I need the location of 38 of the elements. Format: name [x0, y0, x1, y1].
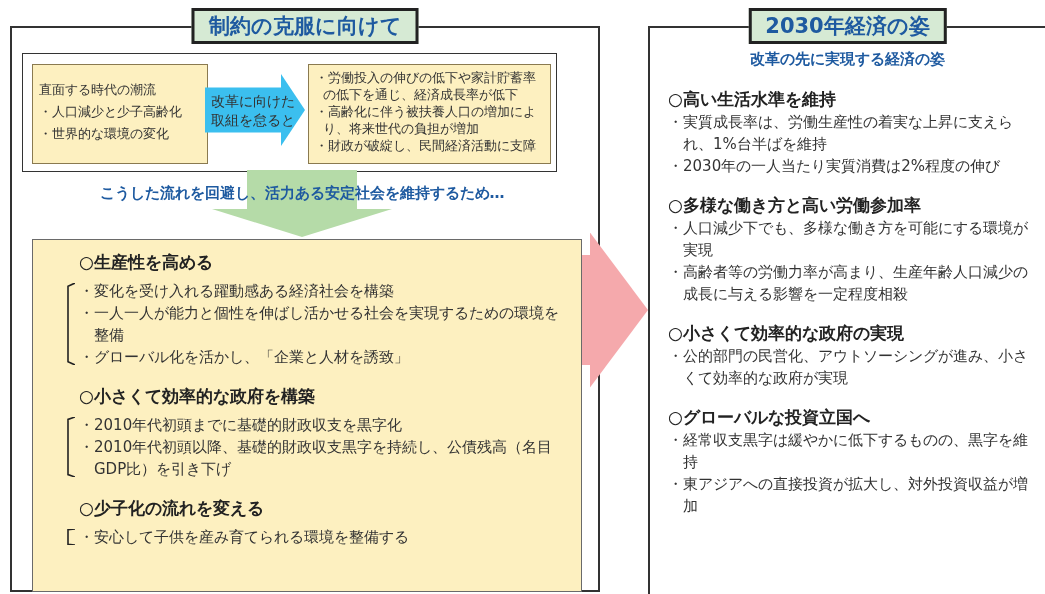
edge-label: 改革に向けた取組を怠ると [210, 92, 296, 130]
bullet-text: ・世界的な環境の変化 [39, 125, 170, 142]
bullet-text: ・人口減少下でも、多様な働き方を可能にする環境が実現 [668, 217, 1029, 261]
bullet-text: ・労働投入の伸びの低下や家計貯蓄率の低下を通じ、経済成長率が低下 [315, 69, 537, 103]
section-heading: ○小さくて効率的な政府の実現 [668, 321, 905, 345]
bullet-text: ・2010年代初頭以降、基礎的財政収支黒字を持続し、公債残高（名目GDP比）を引き下げ [79, 437, 554, 480]
edge-label: こうした流れを回避し、活力ある安定社会を維持するため… [99, 183, 505, 204]
panel-title: 2030年経済の姿 [748, 8, 947, 44]
bullet-text: ・2010年代初頭までに基礎的財政収支を黒字化 [79, 415, 404, 436]
bullet-text: ・経常収支黒字は緩やかに低下するものの、黒字を維持 [668, 429, 1029, 473]
group-box [22, 53, 557, 172]
bullet-text: ・公的部門の民営化、アウトソーシングが進み、小さくて効率的な政府が実現 [668, 345, 1029, 389]
bullet-text: ・人口減少と少子高齢化 [39, 103, 183, 120]
section-heading: ○グローバルな投資立国へ [668, 405, 871, 429]
bullet-text: ・東アジアへの直接投資が拡大し、対外投資収益が増加 [668, 473, 1029, 517]
policy-box [32, 239, 582, 592]
section-heading: ○生産性を高める [79, 251, 214, 274]
subtitle: 改革の先に実現する経済の姿 [749, 49, 946, 70]
bullet-text: ・変化を受け入れる躍動感ある経済社会を構築 [79, 281, 395, 302]
bullet-text: ・グローバル化を活かし、「企業と人材を誘致」 [79, 347, 410, 368]
block-arrow [212, 170, 392, 237]
bullet-text: ・高齢化に伴う被扶養人口の増加により、将来世代の負担が増加 [315, 103, 537, 137]
bullet-text: ・一人一人が能力と個性を伸ばし活かせる社会を実現するための環境を整備 [79, 303, 560, 346]
bullet-text: ・安心して子供を産み育てられる環境を整備する [79, 527, 410, 548]
section-heading: ○少子化の流れを変える [79, 497, 265, 520]
bullet-text: ・実質成長率は、労働生産性の着実な上昇に支えられ、1%台半ばを維持 [668, 111, 1014, 155]
section-heading: ○多様な働き方と高い労働参加率 [668, 193, 922, 217]
info-box [32, 64, 208, 164]
info-box [308, 64, 551, 164]
bullet-text: ・2030年の一人当たり実質消費は2%程度の伸び [668, 155, 1001, 177]
block-arrow [205, 74, 305, 146]
bullet-text: ・高齢者等の労働力率が高まり、生産年齢人口減少の成長に与える影響を一定程度相殺 [668, 261, 1029, 305]
panel-title: 制約の克服に向けて [191, 8, 419, 44]
bullet-text: 直面する時代の潮流 [39, 81, 157, 98]
section-heading: ○高い生活水準を維持 [668, 87, 837, 111]
section-heading: ○小さくて効率的な政府を構築 [79, 385, 316, 408]
block-arrow [580, 232, 648, 388]
bullet-text: ・財政が破綻し、民間経済活動に支障 [315, 137, 537, 154]
